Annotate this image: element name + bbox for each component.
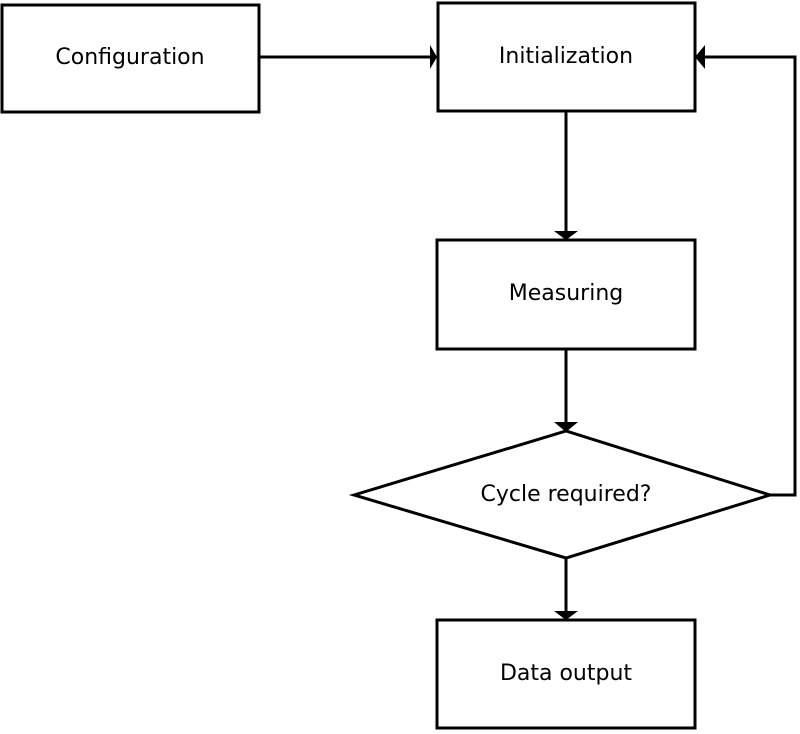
- edge-configuration-to-initialization: [259, 45, 437, 69]
- node-initialization-label: Initialization: [499, 44, 633, 69]
- arrow-head-icon: [554, 611, 578, 620]
- edge-measuring-to-cycle-required: [554, 349, 578, 432]
- edges-layer: [259, 45, 797, 620]
- node-cycle-required[interactable]: Cycle required?: [348, 429, 776, 560]
- arrow-head-icon: [430, 45, 437, 69]
- node-data-output-label: Data output: [500, 661, 632, 686]
- node-configuration-box[interactable]: [0, 3, 261, 114]
- arrow-head-icon: [554, 422, 578, 432]
- arrow-head-icon: [695, 45, 705, 69]
- node-measuring-box[interactable]: [435, 238, 697, 351]
- node-cycle-required-label: Cycle required?: [481, 482, 652, 507]
- edge-line: [705, 55, 797, 497]
- node-cycle-required-diamond[interactable]: [348, 429, 776, 560]
- nodes-layer: Configuration Initialization Measuring C…: [0, 1, 776, 730]
- edge-cycle-required-to-initialization-feedback: [695, 45, 797, 497]
- node-initialization[interactable]: Initialization: [436, 1, 697, 113]
- node-measuring[interactable]: Measuring: [435, 238, 697, 351]
- edge-initialization-to-measuring: [554, 111, 578, 240]
- arrow-head-icon: [554, 231, 578, 240]
- node-configuration-label: Configuration: [55, 45, 204, 70]
- node-measuring-label: Measuring: [509, 281, 623, 306]
- node-data-output[interactable]: Data output: [435, 618, 697, 730]
- node-data-output-box[interactable]: [435, 618, 697, 730]
- node-configuration[interactable]: Configuration: [0, 3, 261, 114]
- edge-cycle-required-to-data-output: [554, 558, 578, 620]
- node-initialization-box[interactable]: [436, 1, 697, 113]
